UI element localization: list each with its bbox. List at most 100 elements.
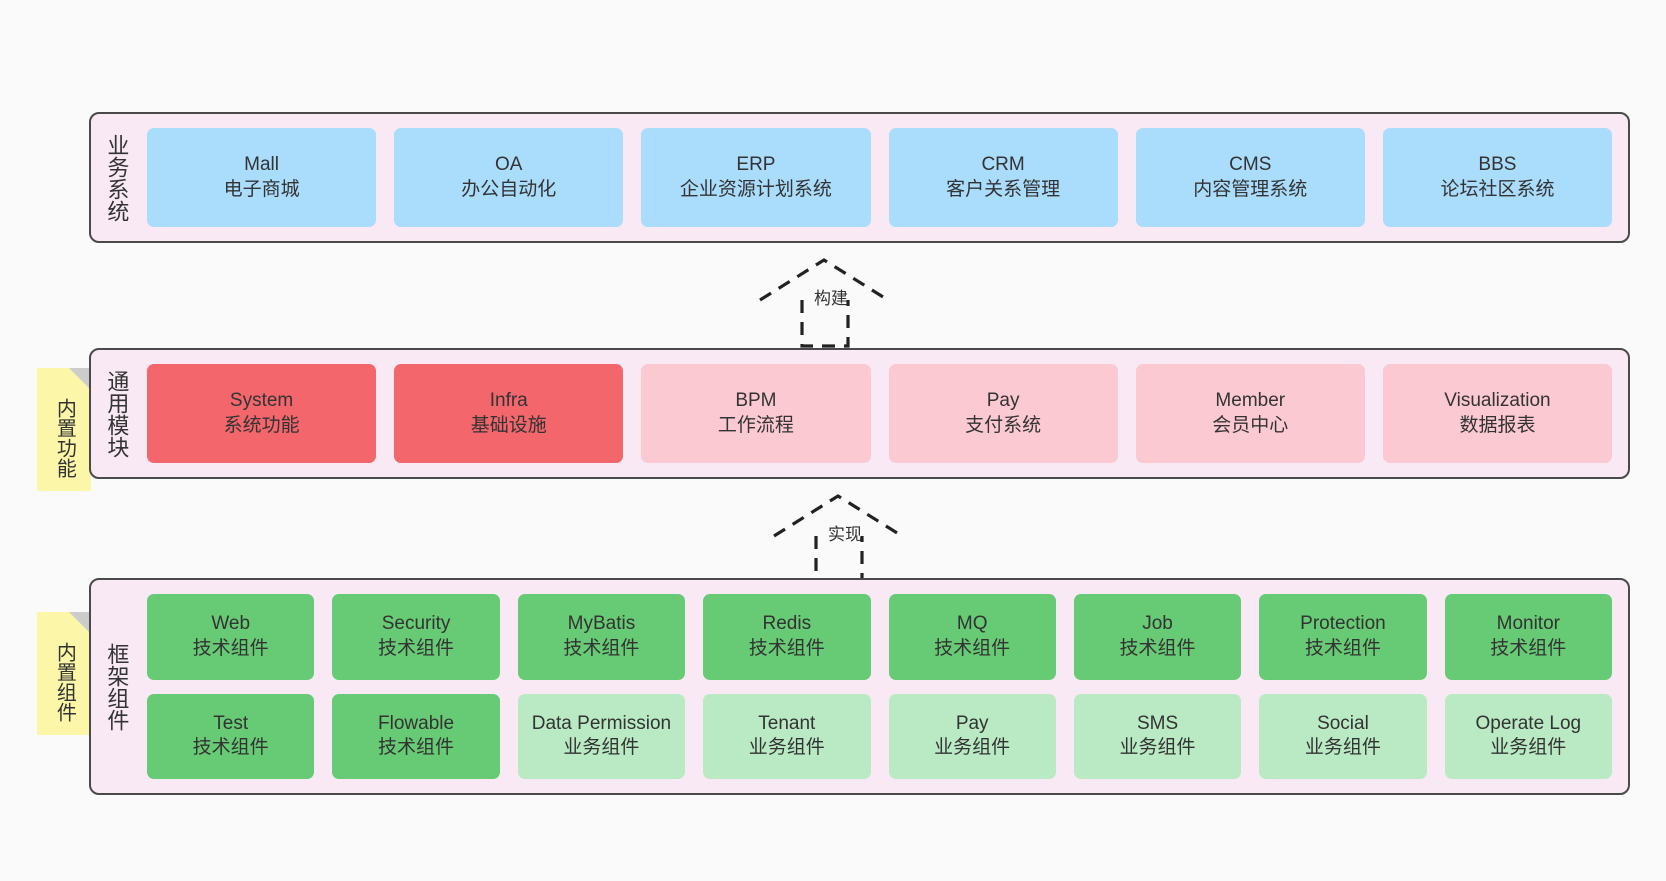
module-card[interactable]: Data Permission 业务组件 [517,693,686,779]
module-card[interactable]: Flowable 技术组件 [332,693,500,779]
module-card-title: Mall [244,154,279,176]
module-card-subtitle: 数据报表 [1459,414,1536,436]
module-card-subtitle: 会员中心 [1212,414,1289,436]
note-label-builtin-features: 内置功能 [53,397,76,478]
module-card-title: CMS [1229,154,1272,176]
module-card-title: Job [1142,613,1173,635]
module-card-subtitle: 企业资源计划系统 [679,178,832,200]
module-card-subtitle: 技术组件 [378,737,455,759]
module-card-title: Social [1317,712,1369,734]
module-card-subtitle: 业务组件 [1119,737,1196,759]
module-card-subtitle: 技术组件 [1490,637,1567,659]
connector-build: 构建 [752,252,902,352]
module-card-subtitle: 业务组件 [563,737,640,759]
module-card-title: Flowable [378,712,455,734]
module-card[interactable]: Operate Log 业务组件 [1444,693,1612,779]
module-card-title: Member [1215,390,1286,412]
module-card-subtitle: 电子商城 [223,178,300,200]
connector-implement: 实现 [766,488,916,588]
layer-title-common-modules: 通用模块 [104,369,130,458]
module-card[interactable]: Tenant 业务组件 [703,693,871,779]
module-card-title: Infra [489,390,528,412]
module-card-subtitle: 业务组件 [934,737,1011,759]
module-card-subtitle: 技术组件 [192,637,269,659]
module-card-title: Redis [762,613,812,635]
module-card-subtitle: 客户关系管理 [946,178,1061,200]
layer-title-business-systems: 业务系统 [104,133,130,222]
note-fold-corner [69,612,91,634]
module-card-title: CRM [981,154,1025,176]
module-card-subtitle: 技术组件 [563,637,640,659]
module-card-subtitle: 内容管理系统 [1193,178,1308,200]
module-card-title: Tenant [758,712,816,734]
module-card-subtitle: 支付系统 [965,414,1042,436]
module-card-subtitle: 技术组件 [192,737,269,759]
module-card-subtitle: 基础设施 [470,414,547,436]
module-card-title: Operate Log [1475,712,1582,734]
module-card-title: SMS [1136,712,1179,734]
module-card-subtitle: 技术组件 [1304,637,1381,659]
module-card-subtitle: 办公自动化 [461,178,557,200]
connector-implement-label: 实现 [828,525,862,544]
module-card[interactable]: Social 业务组件 [1259,693,1427,779]
module-card-subtitle: 技术组件 [748,637,825,659]
module-card-subtitle: 技术组件 [934,637,1011,659]
connector-build-label: 构建 [814,289,848,308]
module-card-title: System [229,390,294,412]
module-card-subtitle: 业务组件 [1490,737,1567,759]
module-card-title: Web [211,613,251,635]
note-builtin-features: 内置功能 [37,368,91,491]
module-card[interactable]: SMS 业务组件 [1073,693,1242,779]
module-card[interactable]: Pay 业务组件 [888,693,1056,779]
module-card-subtitle: 工作流程 [717,414,794,436]
module-card-subtitle: 业务组件 [748,737,825,759]
module-card-subtitle: 系统功能 [223,414,300,436]
module-card-title: Monitor [1496,613,1560,635]
module-card-title: Pay [986,390,1020,412]
module-card-title: Security [381,613,451,635]
module-card-subtitle: 业务组件 [1304,737,1381,759]
module-card-title: Protection [1300,613,1386,635]
module-card-title: BBS [1478,154,1517,176]
module-card-subtitle: 技术组件 [1119,637,1196,659]
note-fold-corner [69,368,91,390]
module-card-title: OA [495,154,523,176]
module-card-title: BPM [735,390,777,412]
note-builtin-components: 内置组件 [37,612,91,735]
module-card-title: Data Permission [531,712,672,734]
module-card-title: ERP [736,154,776,176]
module-card-title: MQ [956,613,988,635]
module-card-subtitle: 论坛社区系统 [1440,178,1555,200]
module-card-subtitle: 技术组件 [378,637,455,659]
module-card-title: Visualization [1444,390,1551,412]
module-card-title: Pay [955,712,989,734]
